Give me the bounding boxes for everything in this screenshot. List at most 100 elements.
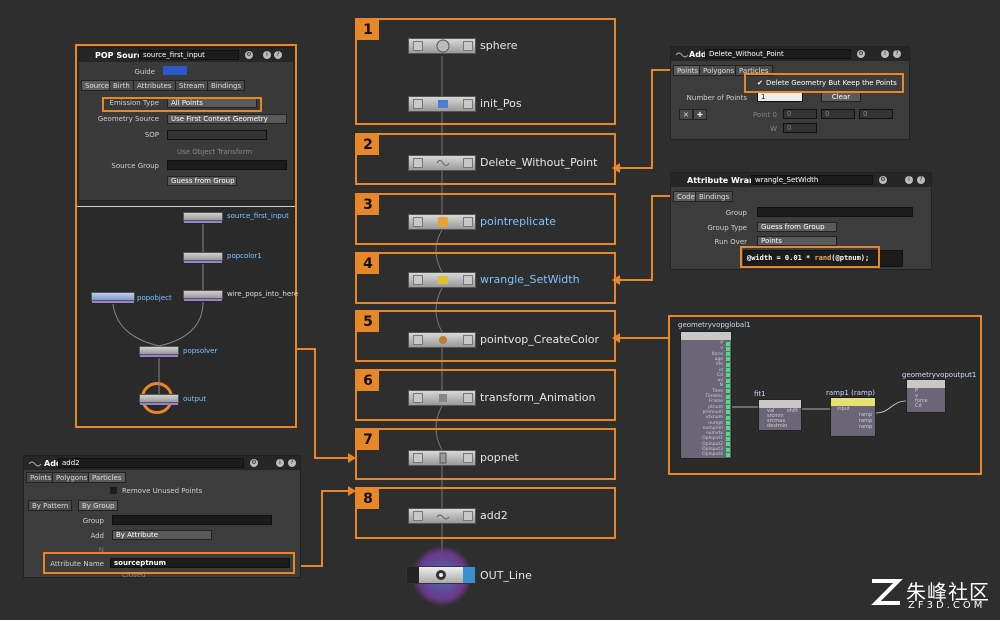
global-port-connector[interactable] xyxy=(726,394,730,399)
tab-points[interactable]: Points xyxy=(673,65,703,76)
tab-bindings[interactable]: Bindings xyxy=(207,80,246,91)
run-over-select[interactable]: Points xyxy=(757,236,837,246)
node-label: popnet xyxy=(480,451,519,464)
source-group-field[interactable] xyxy=(167,160,287,170)
help-icon[interactable]: ? xyxy=(274,51,282,59)
global-port-connector[interactable] xyxy=(726,442,730,447)
node-source-first-input[interactable] xyxy=(183,212,223,223)
clear-button[interactable]: Clear xyxy=(821,92,861,102)
num-points-field[interactable]: 1 xyxy=(757,92,803,102)
node-popcolor1[interactable] xyxy=(183,252,223,263)
global-port-connector[interactable] xyxy=(726,405,730,410)
node-popobject[interactable] xyxy=(91,292,135,303)
node-name-field[interactable]: Delete_Without_Point xyxy=(705,49,851,59)
gear-icon[interactable]: ⚙ xyxy=(879,176,887,184)
remove-unused-checkbox[interactable] xyxy=(110,487,117,494)
global-port-connector[interactable] xyxy=(726,410,730,415)
step-number: 4 xyxy=(357,254,379,274)
guide-color-swatch[interactable] xyxy=(163,66,187,75)
global-port-connector[interactable] xyxy=(726,357,730,362)
point0-x[interactable]: 0 xyxy=(783,109,817,119)
delete-icon-button[interactable]: ✕ xyxy=(679,109,693,120)
global-port-connector[interactable] xyxy=(726,415,730,420)
node-label: Delete_Without_Point xyxy=(480,156,598,169)
fit-node[interactable]: val srcmin srcmax destmin shift xyxy=(758,399,802,431)
global-port-connector[interactable] xyxy=(726,383,730,388)
global-port-connector[interactable] xyxy=(726,362,730,367)
tab-by-pattern[interactable]: By Pattern xyxy=(28,500,73,511)
global-port-connector[interactable] xyxy=(726,426,730,431)
node-wrangle-setwidth[interactable] xyxy=(408,272,476,288)
node-name-field[interactable]: add2 xyxy=(58,458,244,468)
gear-icon[interactable]: ⚙ xyxy=(857,50,865,58)
add2-panel: Add add2 ⚙ i ? Points Polygons Particles… xyxy=(23,455,301,579)
global-port-connector[interactable] xyxy=(726,447,730,452)
gear-icon[interactable]: ⚙ xyxy=(250,459,258,467)
node-add2[interactable] xyxy=(408,508,476,524)
attribute-name-label: Attribute Name xyxy=(50,560,104,568)
point0-y[interactable]: 0 xyxy=(821,109,855,119)
global-port-connector[interactable] xyxy=(726,373,730,378)
global-port-connector[interactable] xyxy=(726,341,730,346)
node-output[interactable] xyxy=(139,394,179,405)
tab-particles[interactable]: Particles xyxy=(735,65,773,76)
sop-field[interactable] xyxy=(167,130,267,140)
help-icon[interactable]: ? xyxy=(893,50,901,58)
info-icon[interactable]: i xyxy=(263,51,271,59)
help-icon[interactable]: ? xyxy=(917,176,925,184)
gear-icon[interactable]: ⚙ xyxy=(245,51,253,59)
tab-by-group[interactable]: By Group xyxy=(78,500,119,511)
node-name-field[interactable]: source_first_input xyxy=(139,50,239,60)
help-icon[interactable]: ? xyxy=(288,459,296,467)
group-type-select[interactable]: Guess from Group xyxy=(167,176,237,186)
node-sphere[interactable] xyxy=(408,38,476,54)
node-wire-pops-into-here[interactable] xyxy=(183,290,223,301)
code-func: rand xyxy=(814,254,832,262)
node-out-line[interactable] xyxy=(406,566,476,584)
delete-geometry-checkbox[interactable]: ✔ xyxy=(757,79,763,87)
global-port-connector[interactable] xyxy=(726,368,730,372)
node-popnet[interactable] xyxy=(408,450,476,466)
node-delete-without-point[interactable] xyxy=(408,155,476,171)
ramp-node[interactable]: input ramp ramp ramp xyxy=(830,397,876,437)
global-port-connector[interactable] xyxy=(726,399,730,404)
w-field[interactable]: 0 xyxy=(783,123,817,133)
global-port-connector[interactable] xyxy=(726,421,730,425)
node-pointreplicate[interactable] xyxy=(408,214,476,230)
geometry-source-select[interactable]: Use First Context Geometry xyxy=(167,114,287,124)
group-type-select[interactable]: Guess from Group xyxy=(757,222,837,232)
add-select[interactable]: By Attribute xyxy=(112,530,212,540)
global-port-connector[interactable] xyxy=(726,431,730,436)
node-init-pos[interactable] xyxy=(408,96,476,112)
global-port-connector[interactable] xyxy=(726,352,730,357)
group-field[interactable] xyxy=(757,207,913,217)
node-transform-animation[interactable] xyxy=(408,390,476,406)
output-node[interactable]: P v force Cd xyxy=(906,379,946,413)
tab-particles[interactable]: Particles xyxy=(88,472,126,483)
global-port-label: Frame xyxy=(708,399,723,405)
tab-points[interactable]: Points xyxy=(26,472,56,483)
group-field[interactable] xyxy=(112,515,272,525)
info-icon[interactable]: i xyxy=(905,176,913,184)
point0-z[interactable]: 0 xyxy=(859,109,893,119)
tab-polygons[interactable]: Polygons xyxy=(52,472,92,483)
info-icon[interactable]: i xyxy=(881,50,889,58)
global-port-connector[interactable] xyxy=(726,378,730,383)
use-object-transform-checkbox[interactable]: Use Object Transform xyxy=(177,148,253,156)
global-port-connector[interactable] xyxy=(726,346,730,351)
global-port-connector[interactable] xyxy=(726,389,730,394)
info-icon[interactable]: i xyxy=(276,459,284,467)
node-popsolver[interactable] xyxy=(139,346,179,357)
global-port-connector[interactable] xyxy=(726,436,730,441)
node-name-field[interactable]: wrangle_SetWidth xyxy=(751,175,873,185)
node-label: OUT_Line xyxy=(480,569,532,582)
output-label: geometryvopoutput1 xyxy=(902,371,977,379)
global-port-connector[interactable] xyxy=(726,452,730,457)
pop-wires xyxy=(112,224,204,394)
node-pointvop-createcolor[interactable] xyxy=(408,332,476,348)
attribute-name-field[interactable]: sourceptnum xyxy=(110,558,290,568)
tab-polygons[interactable]: Polygons xyxy=(699,65,739,76)
tab-bindings[interactable]: Bindings xyxy=(695,191,734,202)
add-icon-button[interactable]: ✚ xyxy=(693,109,707,120)
